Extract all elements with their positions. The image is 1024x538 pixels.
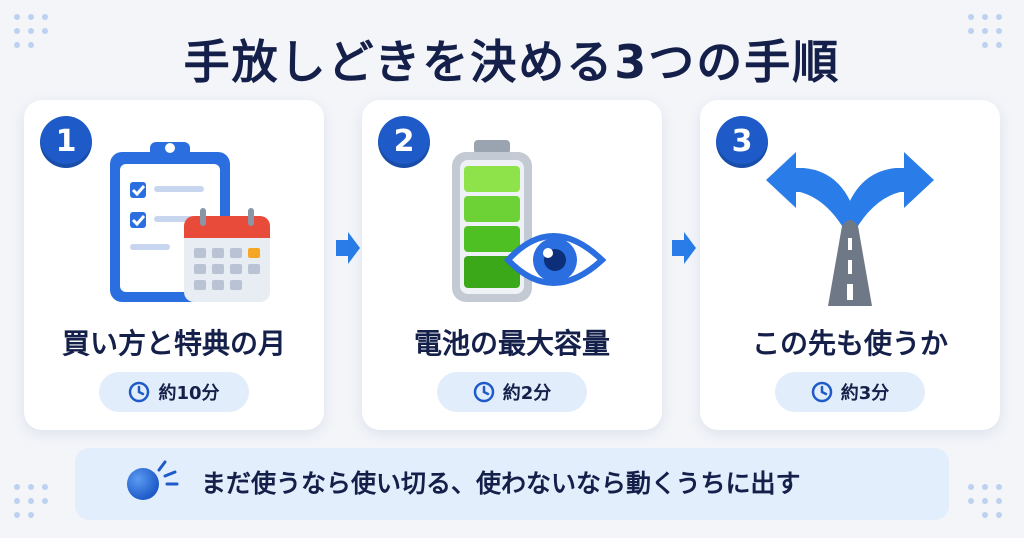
decorative-dots-bottom-left [14, 484, 54, 524]
clock-icon [129, 381, 150, 403]
decorative-dots-top-left [14, 14, 54, 54]
summary-banner: まだ使うなら使い切る、使わないなら動くうちに出す [75, 448, 949, 520]
time-estimate-pill: 約2分 [437, 372, 587, 412]
step-label: 買い方と特典の月 [61, 327, 286, 360]
time-estimate-pill: 約3分 [775, 372, 925, 412]
step-number-badge: 1 [40, 116, 92, 168]
decorative-dots-bottom-right [968, 484, 1008, 524]
sparkle-icon [157, 460, 179, 486]
step-label: この先も使うか [751, 327, 948, 360]
clipboard-calendar-icon [110, 142, 270, 302]
time-estimate-text: 約2分 [502, 383, 552, 404]
clock-icon [473, 381, 494, 403]
page-title: 手放しどきを決める3つの手順 [183, 35, 841, 89]
time-estimate-text: 約10分 [158, 383, 220, 404]
fork-road-icon [766, 152, 934, 306]
step-card-2: 2 電池の最大容量 約2分 [362, 100, 662, 430]
summary-message: まだ使うなら使い切る、使わないなら動くうちに出す [201, 469, 801, 498]
step-card-3: 3 この先も使うか 約3分 [700, 100, 1000, 430]
bullet-dot-icon [127, 468, 159, 500]
decorative-dots-top-right [968, 14, 1008, 54]
step-card-1: 1 買い方と特典の月 約10分 [24, 100, 324, 430]
battery-eye-icon [452, 140, 607, 302]
arrow-right-icon [672, 232, 696, 264]
time-estimate-text: 約3分 [840, 383, 890, 404]
step-label: 電池の最大容量 [413, 327, 610, 360]
arrow-right-icon [336, 232, 360, 264]
clock-icon [811, 381, 832, 403]
time-estimate-pill: 約10分 [99, 372, 249, 412]
step-number-badge: 2 [378, 116, 430, 168]
step-number-badge: 3 [716, 116, 768, 168]
